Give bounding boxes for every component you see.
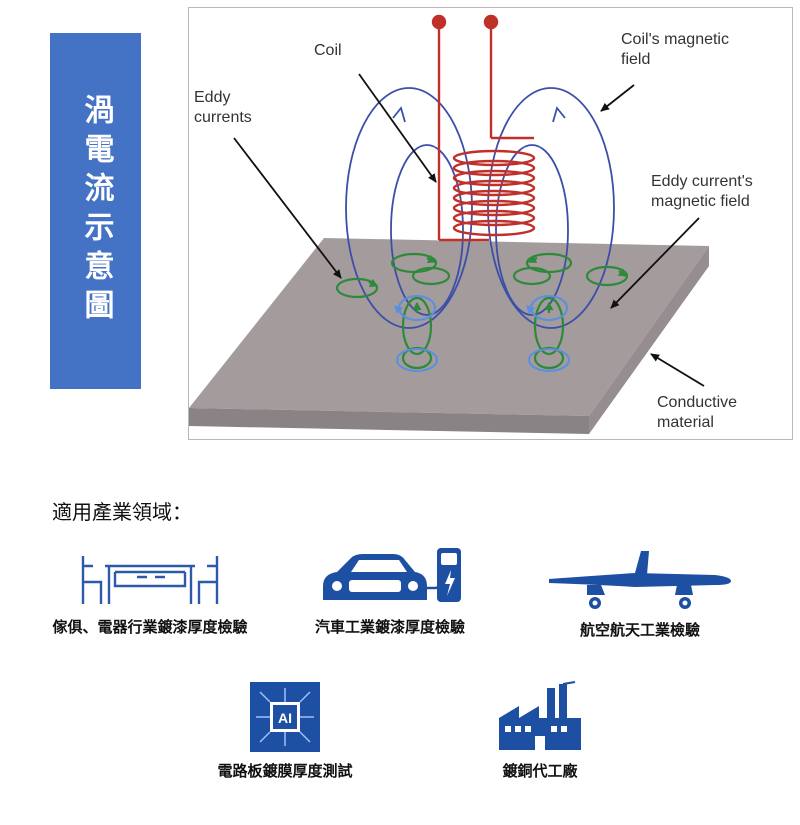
factory-icon [499,681,581,750]
industry-label: 電路板鍍膜厚度測試 [217,762,353,780]
industries-heading: 適用產業領域： [52,500,192,524]
eddy-field-loops [394,295,570,372]
eddy-current-diagram: Coil Eddy currents Coil's magnetic field… [188,7,793,440]
conductive-plate [189,238,709,434]
furniture-icon [81,556,219,604]
coil-label: Coil [314,42,342,59]
eddy-field-label: Eddy current's magnetic field [651,173,753,210]
diagram-graphic [189,14,709,434]
callout-arrows [233,73,705,387]
car-charging-icon [323,548,461,602]
side-title-text: 渦電流示意圖 [78,94,114,328]
industry-aerospace: 航空航天工業檢驗 [540,545,740,640]
airplane-icon [549,551,731,609]
ai-chip-text: AI [278,710,292,726]
conductive-material-label: Conductive material [657,394,738,431]
industry-label: 鍍銅代工廠 [502,762,578,780]
industry-label: 航空航天工業檢驗 [579,621,700,639]
industry-furniture: 傢俱、電器行業鍍漆厚度檢驗 [30,546,270,637]
industry-label: 傢俱、電器行業鍍漆厚度檢驗 [52,618,248,636]
industry-circuit-board: AI 電路板鍍膜厚度測試 [190,682,380,781]
ai-chip-icon: AI [250,682,320,752]
coil-field-label: Coil's magnetic field [621,31,729,68]
eddy-currents-label: Eddy currents [194,89,252,126]
coil-field-lines [345,87,615,329]
industry-label: 汽車工業鍍漆厚度檢驗 [314,618,465,636]
industry-automotive: 汽車工業鍍漆厚度檢驗 [290,544,490,637]
side-title-banner: 渦電流示意圖 [50,33,141,389]
coil [431,14,536,242]
industry-copper-plating: 鍍銅代工廠 [445,680,635,781]
